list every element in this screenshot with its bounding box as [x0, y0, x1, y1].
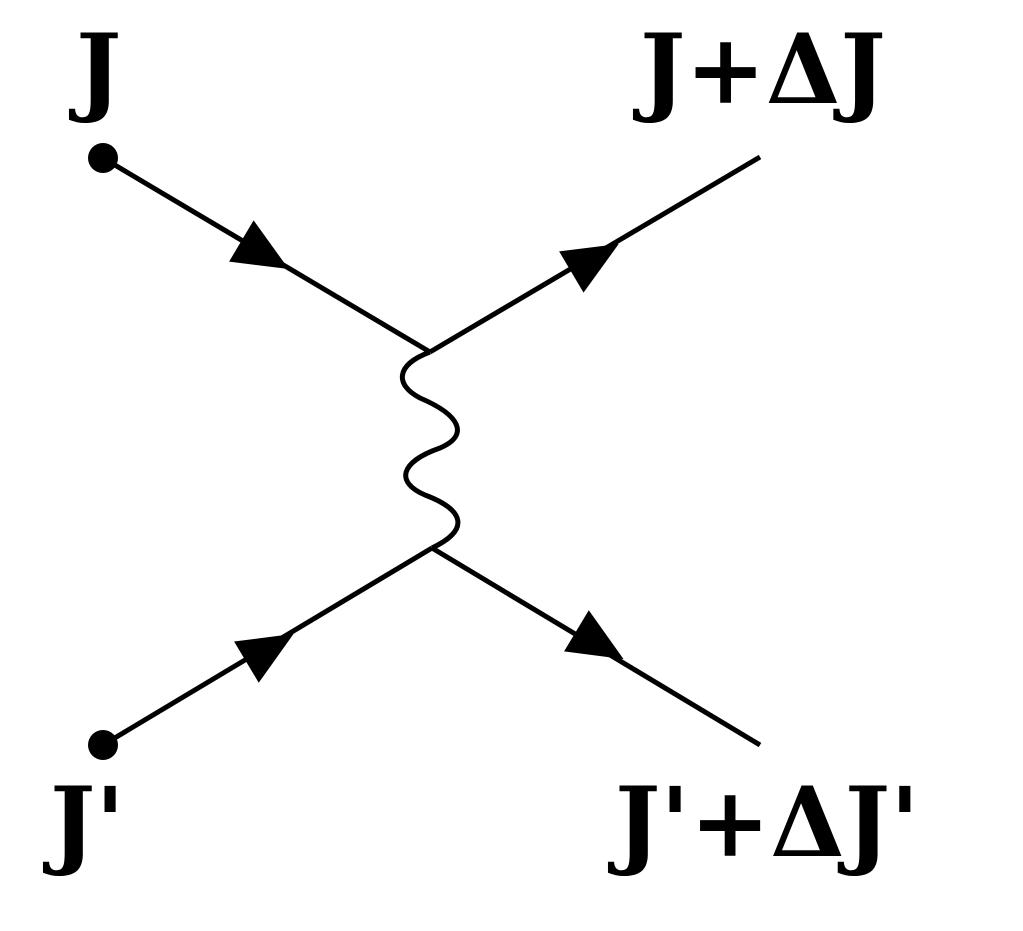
wavy-exchange-line [400, 349, 461, 551]
start-dot-j [88, 143, 118, 173]
arrow-incoming-j-icon [229, 220, 289, 270]
label-j: J [76, 13, 122, 126]
label-jprime: J' [50, 766, 125, 879]
arrow-incoming-jprime-icon [234, 633, 294, 683]
label-j-plus-delta-j: J+ΔJ [640, 13, 886, 126]
start-dot-jprime [88, 730, 118, 760]
label-jprime-plus-delta-jprime: J'+ΔJ' [615, 766, 920, 879]
arrow-outgoing-jprime-icon [564, 610, 624, 660]
arrow-outgoing-j-icon [559, 244, 619, 293]
